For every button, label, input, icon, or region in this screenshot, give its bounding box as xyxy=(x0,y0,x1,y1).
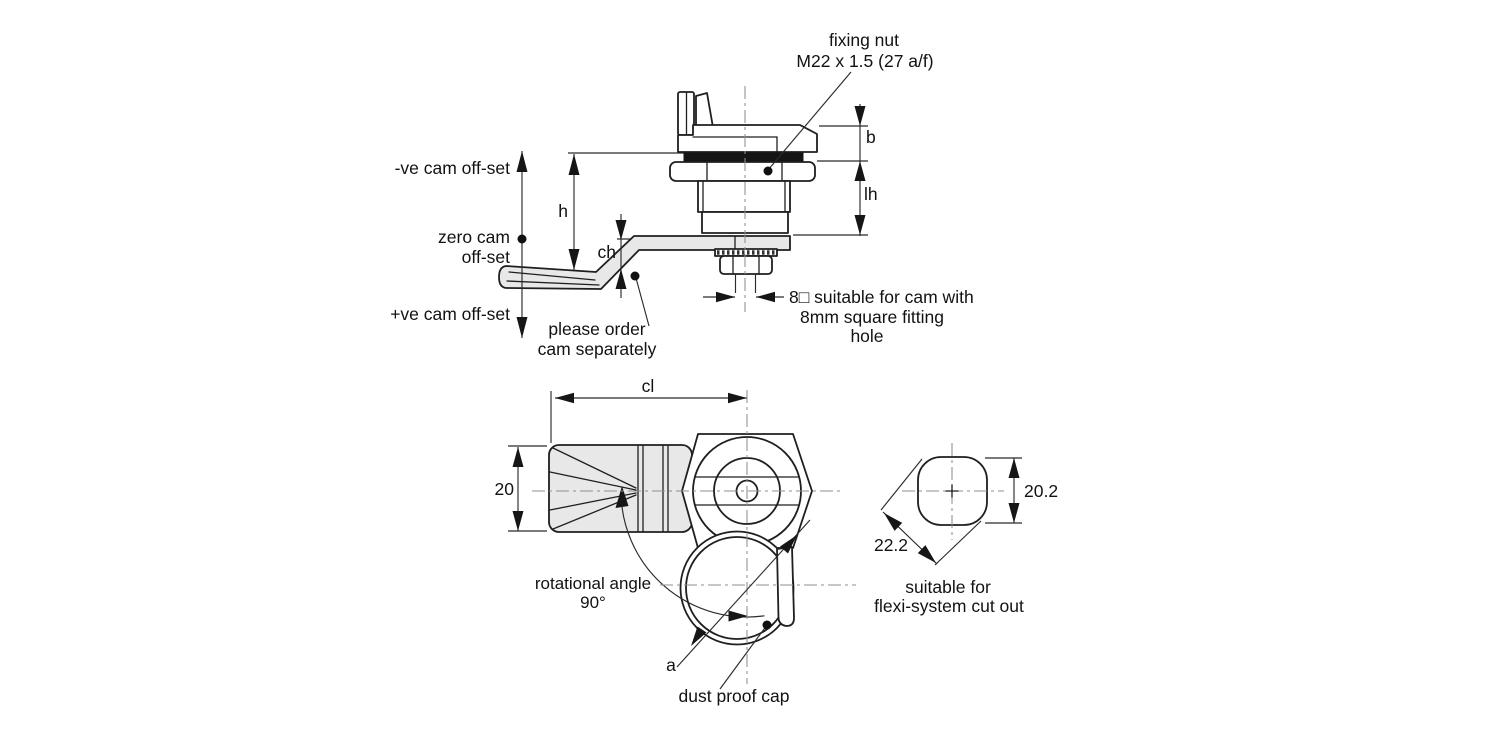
dim-label-20: 20 xyxy=(495,479,515,499)
cam-body-diagonal-1 xyxy=(552,447,637,489)
dim-222-ext-lower xyxy=(934,520,982,566)
dust-cap-label: dust proof cap xyxy=(679,686,790,706)
fixing-nut-leader-dot xyxy=(763,166,773,176)
arrowhead-222-lower xyxy=(917,545,936,563)
cam-offset-range: -ve cam off-set zero cam off-set +ve cam… xyxy=(390,151,528,338)
rotation-note-line1: rotational angle xyxy=(535,574,651,593)
order-cam-callout: please order cam separately xyxy=(538,271,657,359)
arrowhead-202-bottom xyxy=(1008,503,1020,523)
fixing-nut-label-line2: M22 x 1.5 (27 a/f) xyxy=(796,51,933,71)
seal-gasket xyxy=(683,152,804,163)
cutout-note-line2: flexi-system cut out xyxy=(874,596,1024,616)
negative-offset-label: -ve cam off-set xyxy=(395,158,511,178)
zero-offset-label-line2: off-set xyxy=(462,247,510,267)
dim-label-h: h xyxy=(558,201,568,221)
dim-b-lh: b lh xyxy=(854,104,878,236)
arrowhead-offset-down xyxy=(516,317,528,338)
zero-offset-marker xyxy=(517,234,527,244)
dim-20-2: 20.2 xyxy=(985,457,1058,524)
fixing-nut-callout: fixing nut M22 x 1.5 (27 a/f) xyxy=(763,30,934,176)
arrowhead-arc-end xyxy=(728,610,748,622)
arrowhead-ch-bottom xyxy=(615,269,627,289)
dust-cap-leader-dot xyxy=(762,620,772,630)
dim-20: 20 xyxy=(495,445,547,532)
lock-head xyxy=(677,124,818,153)
retaining-nut xyxy=(719,255,773,275)
order-note-line2: cam separately xyxy=(538,339,657,359)
arrowhead-222-upper xyxy=(884,513,903,531)
arrowhead-a-lower xyxy=(691,626,707,646)
dim-h: h xyxy=(558,154,580,270)
dim-label-222: 22.2 xyxy=(874,535,908,555)
lock-body-side xyxy=(669,91,818,234)
order-note-line1: please order xyxy=(548,319,645,339)
square-note-line1: 8□ suitable for cam with xyxy=(789,287,974,307)
cam-fold-line-1 xyxy=(508,271,596,281)
dust-proof-cap xyxy=(679,530,795,646)
dim-222-ext-upper xyxy=(880,458,923,511)
dim-label-lh: lh xyxy=(864,184,878,204)
rotation-note-line2: 90° xyxy=(580,593,606,612)
side-view-drawing: b lh h ch -ve cam off-set zero cam off-s… xyxy=(390,30,974,359)
shaft-fasteners xyxy=(714,248,778,293)
threaded-barrel-upper xyxy=(697,180,791,213)
dust-cap-inner xyxy=(685,536,789,640)
zero-offset-label-line1: zero cam xyxy=(438,227,510,247)
fixing-nut xyxy=(669,161,816,182)
dim-ch: ch xyxy=(598,214,627,298)
dim-a: a xyxy=(666,519,811,675)
top-view-drawing: cl 20 xyxy=(495,376,856,706)
cutout-view-drawing: 20.2 22.2 suitable for flexi-system cut … xyxy=(874,443,1058,616)
fixing-nut-leader xyxy=(767,71,852,171)
fixing-nut-label-line1: fixing nut xyxy=(829,30,899,50)
dim-cl: cl xyxy=(550,376,747,443)
dim-8-square: 8□ suitable for cam with 8mm square fitt… xyxy=(703,287,974,346)
cam-body xyxy=(548,444,693,533)
arrowhead-b-top xyxy=(854,106,866,126)
arrowhead-ch-top xyxy=(615,220,627,240)
arrowhead-8sq-right xyxy=(756,291,775,303)
dim-label-a: a xyxy=(666,655,676,675)
arrowhead-cl-left xyxy=(555,392,574,404)
dust-cap-leader xyxy=(719,624,768,690)
arrowhead-202-top xyxy=(1008,458,1020,478)
dim-label-ch: ch xyxy=(598,242,616,262)
square-note-line2: 8mm square fitting xyxy=(800,307,944,327)
order-cam-leader-dot xyxy=(630,271,640,281)
arrowhead-20-bottom xyxy=(512,511,524,531)
arrowhead-b-bottom xyxy=(854,161,866,181)
cutout-note-line1: suitable for xyxy=(905,577,991,597)
arrowhead-lh-bottom xyxy=(854,215,866,235)
square-note-line3: hole xyxy=(850,326,883,346)
arrowhead-arc-start xyxy=(615,486,629,508)
dim-22-2: 22.2 xyxy=(874,458,982,566)
arrowhead-cl-right xyxy=(728,392,747,404)
arrowhead-h-top xyxy=(568,154,580,175)
dim-label-b: b xyxy=(866,127,876,147)
arrowhead-offset-up xyxy=(516,151,528,172)
cam-body-top-view xyxy=(548,444,693,533)
dust-cap-callout: dust proof cap xyxy=(679,620,790,706)
positive-offset-label: +ve cam off-set xyxy=(390,304,510,324)
cam-body-diagonal-2 xyxy=(549,471,637,491)
dust-cap-tab xyxy=(776,546,795,627)
arrowhead-20-top xyxy=(512,447,524,467)
dim-label-cl: cl xyxy=(642,376,655,396)
rotation-arc: rotational angle 90° xyxy=(535,486,765,622)
arrowhead-a-upper xyxy=(780,535,797,554)
arrowhead-8sq-left xyxy=(716,291,735,303)
dim-label-202: 20.2 xyxy=(1024,481,1058,501)
arrowhead-h-bottom xyxy=(568,249,580,270)
order-cam-leader xyxy=(635,277,650,327)
